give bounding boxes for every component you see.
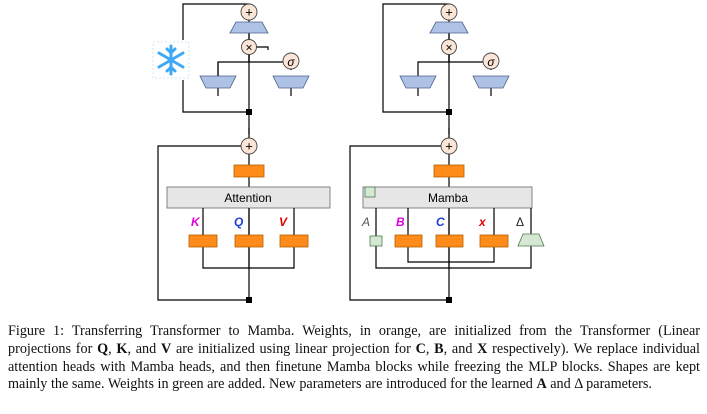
left-mlp-junction	[246, 109, 252, 115]
caption-q: Q	[97, 340, 109, 357]
caption-a: A	[536, 376, 547, 393]
head-k-label: K	[191, 215, 201, 229]
mamba-output-projection	[433, 164, 465, 178]
head-q-label: Q	[234, 215, 244, 229]
mlp-add-label: +	[245, 5, 253, 20]
caption-text: , and	[127, 340, 161, 357]
mamba-add-label: +	[445, 139, 453, 154]
caption-b: B	[434, 340, 444, 357]
caption-x: X	[477, 340, 488, 357]
caption-text: Figure 1: Transferring Transformer to Ma…	[8, 323, 700, 357]
caption-c: C	[415, 340, 426, 357]
caption-text: and	[546, 376, 575, 393]
mamba-add-op	[440, 137, 458, 155]
sigma-op-right	[482, 52, 500, 70]
architecture-diagram: .ln { stroke:#000; stroke-width:1.2; fil…	[151, 3, 545, 303]
caption-text: ,	[425, 340, 435, 357]
caption-k: K	[116, 340, 128, 357]
right-mlp-junction	[446, 109, 452, 115]
caption-text: respectively). We replace individual att…	[8, 340, 700, 393]
left-junction	[246, 297, 252, 303]
mlp-value-projection	[272, 75, 310, 89]
mlp-multiply-label: ×	[245, 41, 252, 55]
mlp-add-label-right: +	[445, 5, 453, 20]
k-projection	[188, 234, 218, 248]
mlp-multiply-op-right	[441, 39, 457, 55]
head-v-label: V	[279, 215, 288, 229]
b-projection	[394, 234, 423, 248]
caption-text: ,	[108, 340, 117, 357]
head-c-label: C	[436, 215, 445, 229]
caption-text: are initialized using linear projection …	[171, 340, 416, 357]
attention-label: Attention	[224, 191, 271, 205]
attention-residual-line	[157, 145, 249, 301]
caption-text: parameters.	[582, 376, 652, 393]
caption-text: , and	[443, 340, 478, 357]
c-projection	[435, 234, 464, 248]
mlp-multiply-op	[241, 39, 257, 55]
head-b-label: B	[396, 215, 405, 229]
caption-v: V	[161, 340, 172, 357]
caption-delta: Δ	[574, 376, 583, 393]
x-projection	[479, 234, 509, 248]
sigma-label-right: σ	[487, 55, 495, 69]
sigma-op	[282, 52, 300, 70]
head-x-label: x	[478, 215, 487, 229]
mlp-add-op	[240, 3, 258, 21]
mlp-multiply-label-right: ×	[445, 41, 452, 55]
head-delta-label: Δ	[516, 215, 524, 229]
mlp-up-projection-right	[429, 21, 469, 34]
mlp-add-op-right	[440, 3, 458, 21]
right-block: + × σ + Mamba A B C x Δ	[349, 3, 545, 303]
sigma-label: σ	[287, 55, 295, 69]
mlp-up-projection	[229, 21, 269, 34]
attention-output-projection	[233, 164, 265, 178]
mamba-label: Mamba	[428, 191, 468, 205]
attention-add-label: +	[245, 139, 253, 154]
a-parameter	[369, 235, 383, 247]
left-block: + × σ + Attention	[151, 3, 331, 303]
right-junction	[446, 297, 452, 303]
head-a-label: A	[361, 215, 370, 229]
v-projection	[279, 234, 309, 248]
delta-parameter	[517, 233, 545, 247]
mamba-box	[362, 186, 533, 209]
attention-add-op	[240, 137, 258, 155]
mamba-added-weight	[364, 186, 376, 198]
mlp-gate-projection-right	[399, 75, 437, 89]
mlp-gate-projection	[199, 75, 237, 89]
q-projection	[234, 234, 264, 248]
snowflake-icon	[151, 40, 191, 80]
figure-caption: Figure 1: Transferring Transformer to Ma…	[8, 323, 700, 394]
mlp-value-projection-right	[472, 75, 510, 89]
